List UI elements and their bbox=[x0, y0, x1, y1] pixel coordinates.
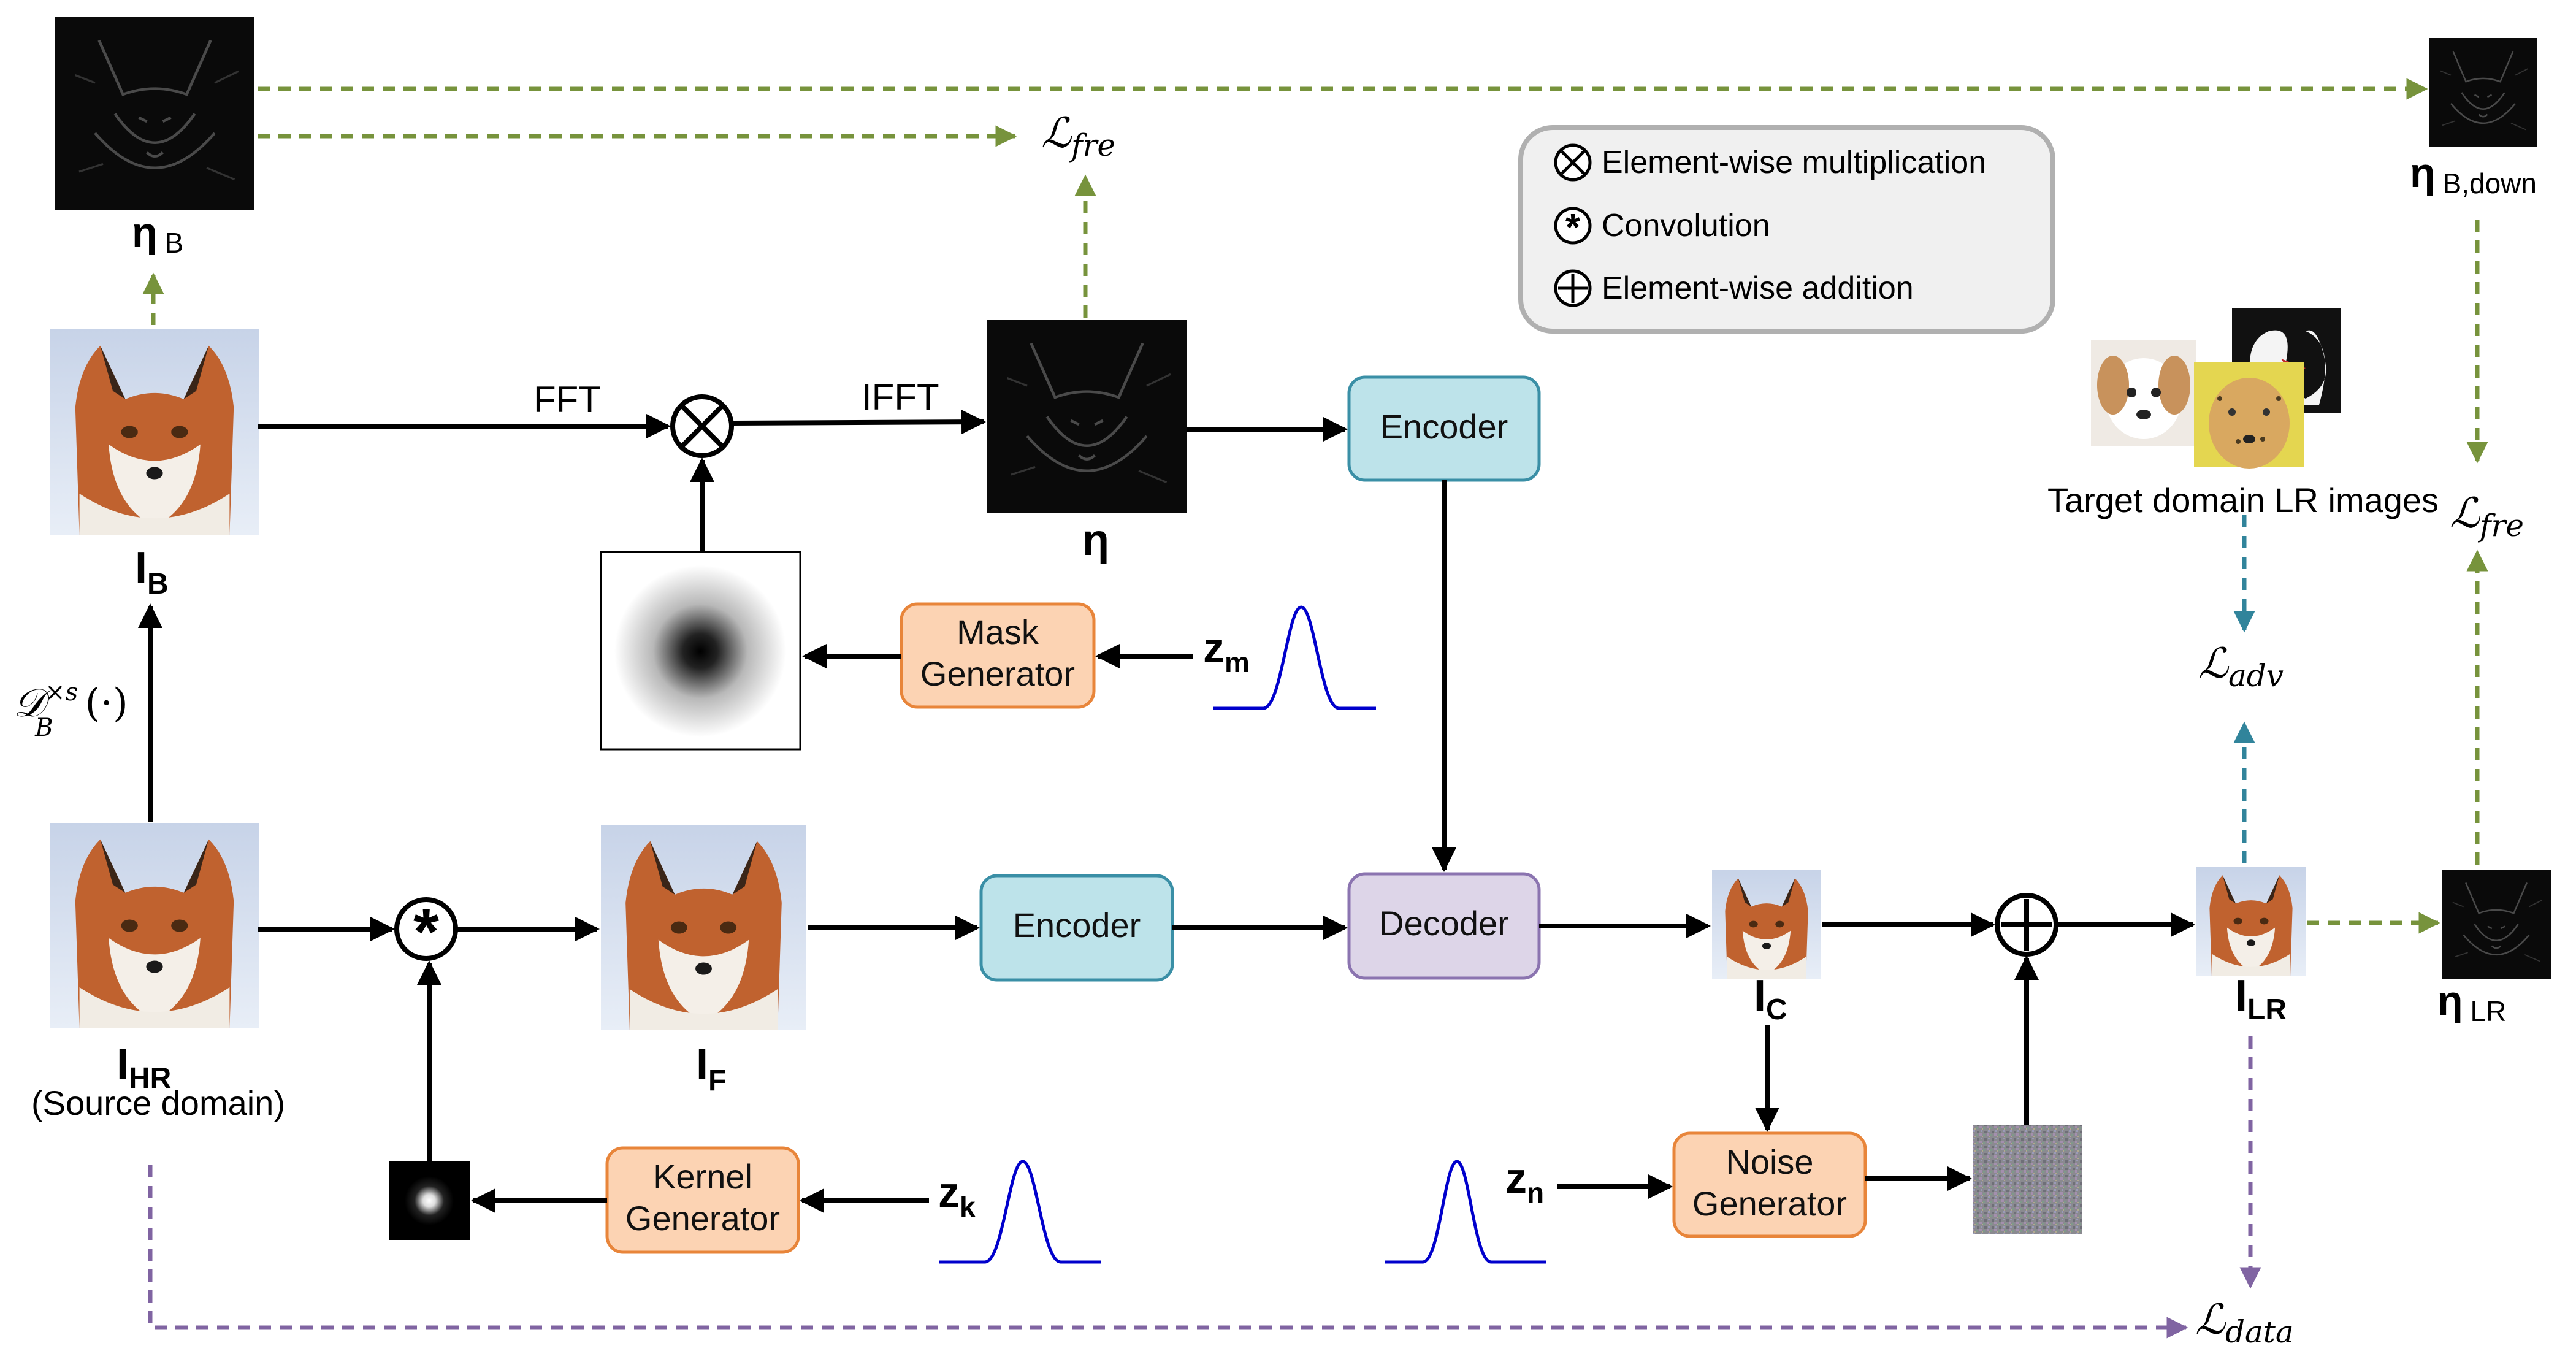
z-k-label: zk bbox=[938, 1168, 976, 1223]
svg-text:Generator: Generator bbox=[625, 1199, 780, 1238]
add-icon bbox=[1554, 269, 1592, 307]
fft-label: FFT bbox=[533, 379, 601, 420]
eta-b-image bbox=[55, 17, 254, 210]
i-lr-label: ILR bbox=[2235, 971, 2287, 1026]
gaussian-curve-m bbox=[1213, 605, 1376, 710]
convolution-icon: * bbox=[1554, 207, 1592, 249]
z-n-label: zn bbox=[1505, 1154, 1544, 1209]
multiply-icon bbox=[1554, 143, 1592, 182]
legend-label-addition: Element-wise addition bbox=[1602, 270, 1914, 306]
svg-text:Decoder: Decoder bbox=[1379, 904, 1509, 943]
svg-text:Kernel: Kernel bbox=[653, 1157, 752, 1196]
i-c-label: IC bbox=[1754, 971, 1787, 1026]
gaussian-mask-image bbox=[600, 551, 801, 751]
loss-fre-right: ℒfre bbox=[2450, 489, 2524, 543]
add-icon bbox=[1995, 893, 2058, 957]
svg-text:Mask: Mask bbox=[957, 613, 1039, 651]
z-m-label: zm bbox=[1203, 624, 1250, 678]
legend-item-convolution: * Convolution bbox=[1554, 207, 1770, 249]
arrow-multiply-to-eta bbox=[732, 410, 986, 435]
i-f-label: IF bbox=[696, 1040, 726, 1097]
i-b-image bbox=[50, 329, 259, 535]
multiply-icon bbox=[670, 394, 734, 458]
decoder-block: Decoder bbox=[1347, 872, 1541, 980]
i-c-image bbox=[1712, 870, 1821, 979]
svg-text:Encoder: Encoder bbox=[1013, 906, 1141, 944]
noise-generator-block: Noise Generator bbox=[1672, 1131, 1867, 1238]
black-arrows bbox=[138, 410, 2195, 1213]
puppy-image bbox=[2091, 340, 2196, 446]
legend: Element-wise multiplication * Convolutio… bbox=[1518, 125, 2055, 334]
legend-item-addition: Element-wise addition bbox=[1554, 269, 1914, 307]
i-hr-label: IHR bbox=[117, 1040, 171, 1095]
i-lr-image bbox=[2196, 867, 2306, 976]
eta-label: η bbox=[1082, 516, 1109, 565]
encoder-top-block: Encoder bbox=[1347, 375, 1541, 482]
legend-box bbox=[1518, 125, 2055, 334]
mask-generator-block: Mask Generator bbox=[900, 602, 1096, 709]
loss-data: ℒdata bbox=[2195, 1296, 2294, 1350]
purple-dashed-arrows bbox=[148, 1036, 2261, 1339]
svg-text:Generator: Generator bbox=[1692, 1184, 1847, 1223]
svg-text:*: * bbox=[1565, 207, 1581, 249]
gaussian-curve-n bbox=[1385, 1160, 1546, 1264]
legend-label-multiplication: Element-wise multiplication bbox=[1602, 145, 1986, 180]
loss-fre-top: ℒfre bbox=[1041, 109, 1115, 163]
cheetah-image bbox=[2194, 362, 2304, 469]
ifft-label: IFFT bbox=[862, 377, 939, 418]
gaussian-curve-k bbox=[939, 1160, 1101, 1264]
i-f-image bbox=[601, 825, 806, 1030]
svg-text:Noise: Noise bbox=[1726, 1142, 1813, 1181]
eta-lr-image bbox=[2440, 868, 2552, 980]
svg-text:*: * bbox=[413, 894, 439, 968]
encoder-bottom-block: Encoder bbox=[979, 874, 1174, 982]
target-domain-label: Target domain LR images bbox=[2047, 481, 2439, 519]
kernel-generator-block: Kernel Generator bbox=[605, 1146, 800, 1254]
legend-item-multiplication: Element-wise multiplication bbox=[1554, 143, 1986, 182]
convolution-icon: * bbox=[394, 894, 458, 968]
svg-text:Encoder: Encoder bbox=[1380, 407, 1508, 446]
i-hr-image bbox=[50, 823, 259, 1028]
eta-image bbox=[987, 320, 1187, 513]
source-domain-label: (Source domain) bbox=[31, 1084, 285, 1122]
green-dashed-arrows bbox=[142, 78, 2488, 934]
target-domain-images bbox=[2091, 308, 2341, 469]
legend-label-convolution: Convolution bbox=[1602, 208, 1770, 243]
blur-kernel-image bbox=[389, 1161, 470, 1240]
svg-text:Generator: Generator bbox=[920, 654, 1075, 693]
eta-b-down-image bbox=[2428, 37, 2538, 148]
i-b-label: IB bbox=[135, 543, 169, 600]
loss-adv: ℒadv bbox=[2198, 640, 2284, 694]
noise-image bbox=[1973, 1125, 2082, 1234]
